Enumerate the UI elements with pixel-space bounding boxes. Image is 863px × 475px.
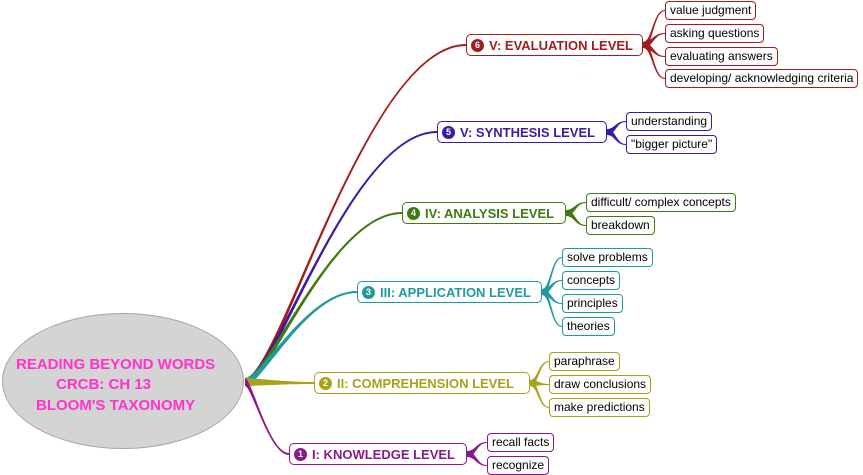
number-badge: 1 bbox=[294, 447, 307, 461]
leaf-recall-facts[interactable]: recall facts bbox=[487, 433, 555, 452]
leaf-connector-application-3 bbox=[541, 288, 563, 327]
leaf-principles[interactable]: principles bbox=[562, 294, 623, 313]
leaf-understanding[interactable]: understanding bbox=[626, 112, 713, 131]
branch-label: V: SYNTHESIS LEVEL bbox=[460, 124, 596, 140]
leaf-connector-knowledge-1 bbox=[466, 450, 488, 466]
branch-connector-application bbox=[245, 291, 357, 386]
central-title-line-3: BLOOM'S TAXONOMY bbox=[36, 397, 196, 414]
central-title-line-2: CRCB: CH 13 bbox=[56, 376, 152, 393]
branch-label: I: KNOWLEDGE LEVEL bbox=[312, 446, 455, 462]
leaf-connector-evaluation-3 bbox=[642, 41, 666, 79]
central-topic[interactable] bbox=[2, 313, 244, 449]
leaf-difficult-complex-concepts[interactable]: difficult/ complex concepts bbox=[586, 193, 736, 212]
number-badge: 2 bbox=[319, 376, 332, 390]
branch-label: V: EVALUATION LEVEL bbox=[489, 37, 633, 53]
number-badge: 4 bbox=[407, 206, 420, 220]
number-badge: 3 bbox=[362, 285, 375, 299]
leaf-evaluating-answers[interactable]: evaluating answers bbox=[665, 47, 778, 66]
leaf-recognize[interactable]: recognize bbox=[487, 456, 550, 475]
branch-label: III: APPLICATION LEVEL bbox=[380, 284, 531, 300]
leaf-concepts[interactable]: concepts bbox=[562, 271, 621, 290]
number-badge: 6 bbox=[471, 38, 484, 52]
leaf-solve-problems[interactable]: solve problems bbox=[562, 248, 653, 267]
leaf-connector-synthesis-1 bbox=[606, 128, 627, 145]
branch-label: IV: ANALYSIS LEVEL bbox=[425, 205, 555, 221]
leaf-bigger-picture[interactable]: "bigger picture" bbox=[626, 135, 718, 154]
branch-connector-evaluation bbox=[245, 44, 466, 386]
leaf-connector-comprehension-2 bbox=[529, 379, 550, 408]
leaf-theories[interactable]: theories bbox=[562, 317, 615, 336]
branch-connector-comprehension bbox=[245, 378, 314, 386]
leaf-breakdown[interactable]: breakdown bbox=[586, 216, 655, 235]
branch-synthesis-level[interactable]: 5 V: SYNTHESIS LEVEL bbox=[437, 121, 607, 143]
branch-label: II: COMPREHENSION LEVEL bbox=[337, 375, 514, 391]
leaf-asking-questions[interactable]: asking questions bbox=[665, 24, 765, 43]
branch-comprehension-level[interactable]: 2 II: COMPREHENSION LEVEL bbox=[314, 372, 530, 394]
central-title-line-1: READING BEYOND WORDS bbox=[16, 356, 216, 373]
leaf-draw-conclusions[interactable]: draw conclusions bbox=[549, 375, 652, 394]
leaf-paraphrase[interactable]: paraphrase bbox=[549, 352, 620, 371]
branch-evaluation-level[interactable]: 6 V: EVALUATION LEVEL bbox=[466, 34, 643, 56]
leaf-value-judgment[interactable]: value judgment bbox=[665, 1, 757, 20]
branch-connector-knowledge bbox=[245, 378, 289, 455]
branch-application-level[interactable]: 3 III: APPLICATION LEVEL bbox=[357, 281, 542, 303]
leaf-connector-analysis-1 bbox=[565, 209, 587, 226]
leaf-developing-criteria[interactable]: developing/ acknowledging criteria bbox=[665, 69, 859, 88]
leaf-make-predictions[interactable]: make predictions bbox=[549, 398, 650, 417]
number-badge: 5 bbox=[442, 125, 455, 139]
branch-knowledge-level[interactable]: 1 I: KNOWLEDGE LEVEL bbox=[289, 443, 467, 465]
branch-analysis-level[interactable]: 4 IV: ANALYSIS LEVEL bbox=[402, 202, 566, 224]
